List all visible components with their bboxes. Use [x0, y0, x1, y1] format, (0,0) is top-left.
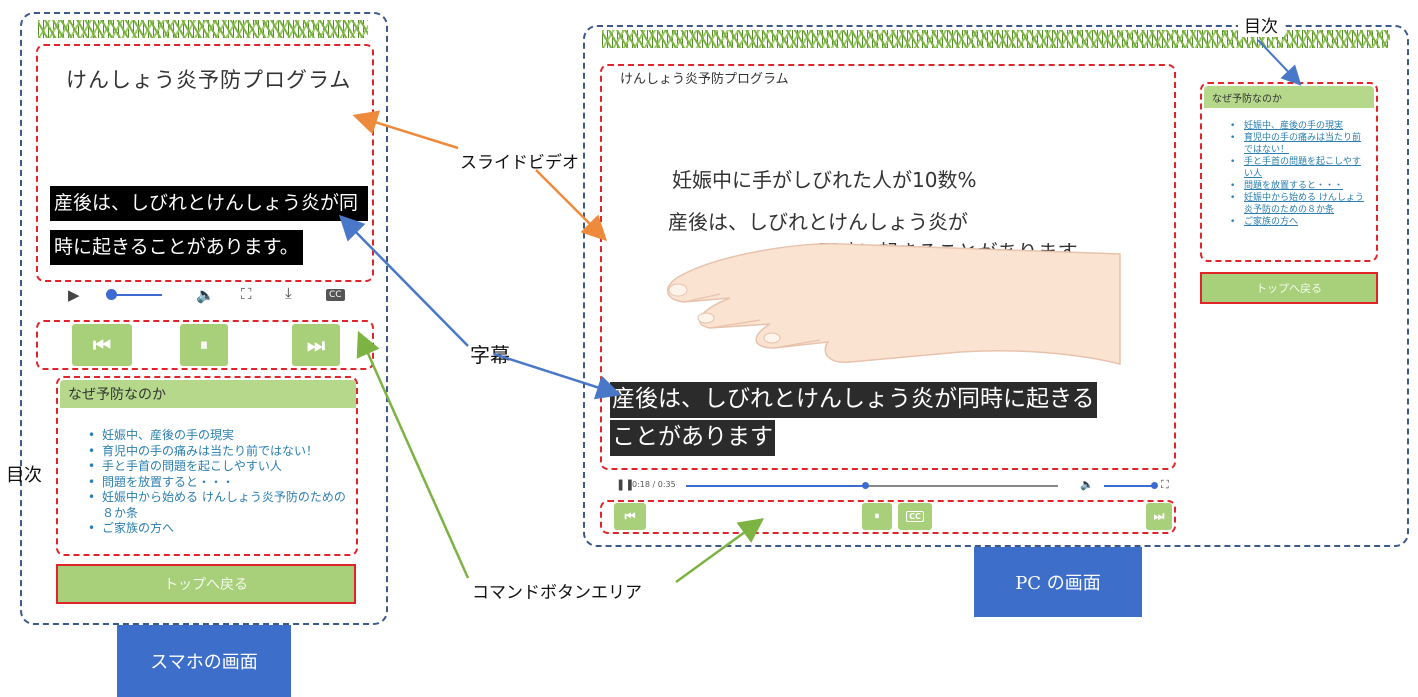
pc-toc-item-continued[interactable]: 炎予防のための８か条 — [1244, 205, 1335, 215]
pc-seek-track[interactable] — [686, 485, 1058, 487]
pc-prev-button[interactable]: ⏮ — [614, 503, 646, 530]
hand-illustration — [667, 243, 1121, 365]
pc-toc-item[interactable]: 妊娠中から始める けんしょう — [1230, 192, 1370, 204]
pc-toc-item[interactable]: 問題を放置すると・・・ — [1230, 180, 1370, 192]
mobile-download-icon[interactable]: ⤓ — [285, 284, 292, 302]
mobile-prev-button[interactable]: ⏮ — [72, 324, 132, 366]
pc-next-button[interactable]: ⏭ — [1146, 503, 1172, 530]
subtitle-annotation: 字幕 — [470, 343, 510, 367]
slide-video-annotation: スライドビデオ — [460, 153, 579, 173]
pc-seek-handle[interactable] — [861, 482, 869, 489]
pc-toc-item[interactable]: 手と手首の問題を起こしやす — [1230, 156, 1370, 168]
pc-toc-title: なぜ予防なのか — [1204, 86, 1374, 108]
pc-pause-button[interactable]: ⏸ — [862, 503, 892, 530]
mobile-back-to-top-button[interactable]: トップへ戻る — [56, 564, 356, 604]
mobile-toc-list: 妊娠中、産後の手の現実 育児中の手の痛みは当たり前ではない！ 手と手首の問題を起… — [88, 428, 350, 537]
toc-annotation-left: 目次 — [6, 465, 42, 486]
pc-toc-item-continued[interactable]: ではない！ — [1244, 145, 1290, 155]
mobile-toc-item[interactable]: 育児中の手の痛みは当たり前ではない！ — [88, 444, 350, 460]
command-area-annotation: コマンドボタンエリア — [472, 583, 642, 603]
pc-slide-line2: 産後は、しびれとけんしょう炎が — [668, 210, 968, 234]
pc-grass-decoration — [602, 30, 1390, 48]
mobile-toc-item[interactable]: 妊娠中から始める けんしょう炎予防のための８か条 — [88, 490, 350, 521]
pc-cc-button[interactable]: CC — [898, 503, 932, 530]
pc-caption-line1: 産後は、しびれとけんしょう炎が同時に起きる — [610, 382, 1097, 418]
pc-fullscreen-icon[interactable]: ⛶ — [1161, 478, 1169, 491]
mobile-toc-item[interactable]: 手と手首の問題を起こしやすい人 — [88, 459, 350, 475]
pc-command-button-area — [600, 500, 1176, 534]
pc-screen-label: PC の画面 — [974, 547, 1142, 617]
mobile-seek-handle[interactable] — [106, 289, 117, 300]
mobile-seek-bar[interactable] — [110, 294, 162, 296]
pc-caption-line2: ことがあります — [610, 420, 775, 456]
mobile-caption-line1: 産後は、しびれとけんしょう炎が同 — [50, 186, 368, 221]
pc-screen-frame — [583, 25, 1409, 547]
mobile-fullscreen-icon[interactable]: ⛶ — [241, 285, 252, 303]
pc-toc-item-continued[interactable]: い人 — [1244, 169, 1263, 179]
mobile-toc-area — [56, 376, 358, 556]
mobile-volume-icon[interactable]: 🔈 — [196, 286, 215, 304]
pc-cc-button-label: CC — [906, 511, 924, 522]
pc-toc-item[interactable]: 育児中の手の痛みは当たり前 — [1230, 132, 1370, 144]
pc-volume-icon[interactable]: 🔈 — [1080, 478, 1094, 491]
mobile-toc-title: なぜ予防なのか — [60, 380, 356, 408]
pc-seek-fill — [686, 485, 865, 487]
pc-slide-line1: 妊娠中に手がしびれた人が10数% — [672, 168, 977, 192]
pc-pause-icon[interactable]: ❚❚ — [616, 478, 635, 491]
pc-volume-fill — [1104, 485, 1154, 487]
pc-toc-item[interactable]: ご家族の方へ — [1230, 216, 1370, 228]
mobile-pause-button[interactable]: ⏸ — [180, 324, 228, 366]
pc-slide-title: けんしょう炎予防プログラム — [620, 72, 789, 87]
pc-time-display: 0:18 / 0:35 — [632, 480, 676, 489]
pc-toc-item[interactable]: 妊娠中、産後の手の現実 — [1230, 120, 1370, 132]
pc-slide-video-area — [600, 64, 1176, 470]
mobile-toc-item[interactable]: ご家族の方へ — [88, 521, 350, 537]
mobile-play-icon[interactable]: ▶ — [68, 286, 80, 304]
mobile-grass-decoration — [38, 20, 368, 38]
pc-toc-list: 妊娠中、産後の手の現実 育児中の手の痛みは当たり前 ではない！ 手と手首の問題を… — [1230, 120, 1370, 228]
mobile-slide-title: けんしょう炎予防プログラム — [66, 68, 352, 92]
pc-volume-handle[interactable] — [1151, 482, 1158, 489]
mobile-cc-icon[interactable]: CC — [326, 289, 345, 301]
toc-annotation-right: 目次 — [1238, 12, 1284, 37]
mobile-caption-line2: 時に起きることがあります。 — [50, 230, 303, 265]
mobile-toc-item[interactable]: 問題を放置すると・・・ — [88, 475, 350, 491]
mobile-slide-video-area — [36, 44, 374, 282]
mobile-toc-item[interactable]: 妊娠中、産後の手の現実 — [88, 428, 350, 444]
mobile-next-button[interactable]: ⏭ — [292, 324, 340, 366]
smartphone-screen-label: スマホの画面 — [117, 625, 291, 697]
pc-back-to-top-button[interactable]: トップへ戻る — [1200, 272, 1378, 304]
